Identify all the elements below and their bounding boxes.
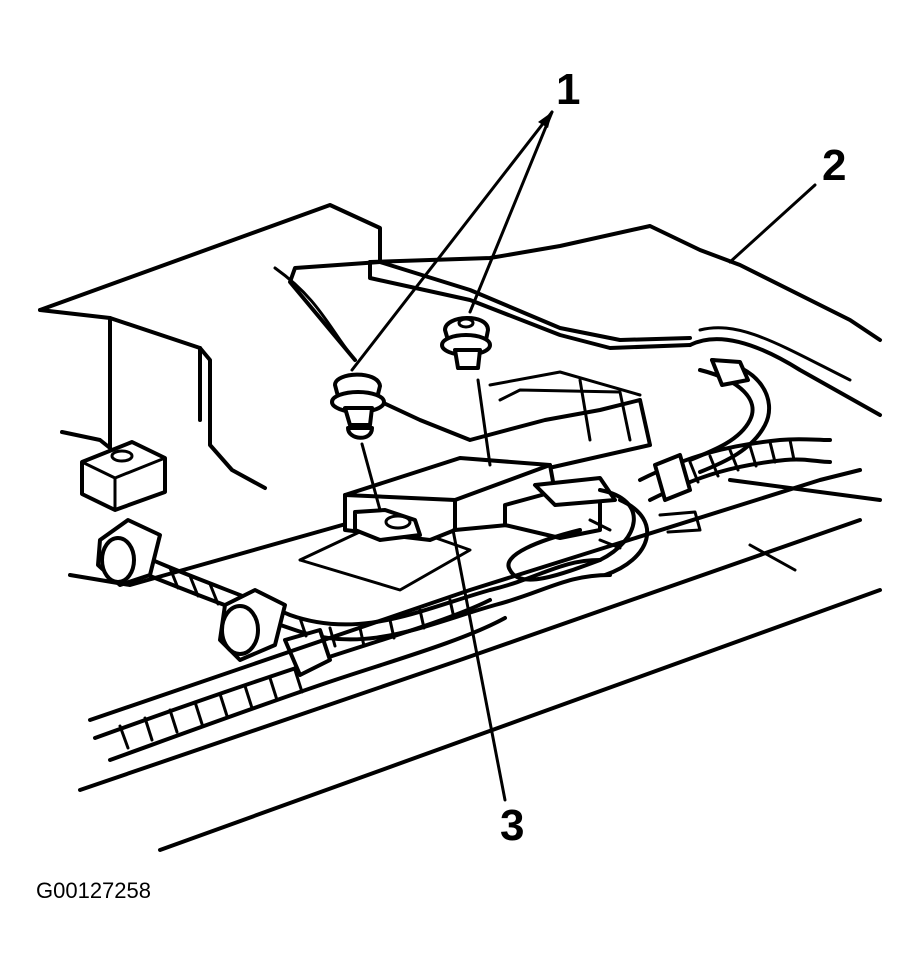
push-pin-fastener-left xyxy=(330,372,386,512)
lower-sill xyxy=(78,468,882,852)
push-pin-fastener-right xyxy=(440,316,492,467)
harness-convolute-ridges xyxy=(118,438,796,750)
callout-1: 1 xyxy=(556,65,580,114)
left-body-panel xyxy=(38,203,382,587)
right-cover-panel xyxy=(368,224,882,502)
wiring-harness xyxy=(93,358,832,762)
mounting-block xyxy=(80,440,167,512)
leader-lines xyxy=(350,110,817,802)
control-module xyxy=(343,456,617,542)
callout-3: 3 xyxy=(500,801,524,850)
center-recess xyxy=(298,370,652,592)
figure-id: G00127258 xyxy=(36,878,151,903)
callout-2: 2 xyxy=(822,141,846,190)
